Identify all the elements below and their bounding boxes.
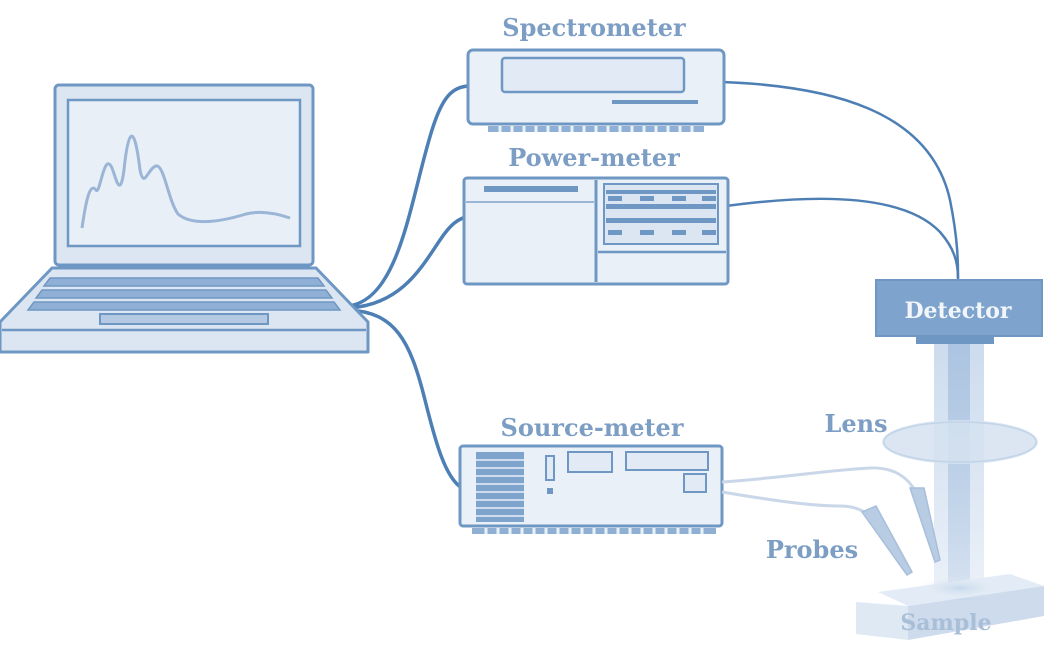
source-meter-port [683, 473, 707, 493]
source-meter-switch [545, 455, 555, 481]
probe-needle-2 [860, 505, 914, 576]
source-meter-vents [484, 528, 704, 534]
probes: Probes [766, 487, 941, 576]
laptop-screen [66, 98, 302, 248]
laptop-touchpad [99, 313, 269, 325]
power-meter-buttons [608, 196, 716, 235]
probe-needle-1 [908, 487, 941, 563]
source-meter-indicator [547, 488, 553, 494]
source-meter: Source-meter [458, 413, 724, 534]
detector-label: Detector [904, 298, 1011, 324]
sample-spot [916, 576, 1004, 600]
cable-spectrometer-detector [720, 80, 960, 280]
power-meter-left-strip [484, 186, 578, 192]
lens-shape [882, 420, 1038, 464]
power-meter-panel-bars [606, 190, 716, 223]
cables [346, 80, 960, 490]
spectrometer-label: Spectrometer [502, 13, 686, 42]
sample-front [856, 602, 908, 640]
detector-box [875, 279, 1043, 337]
detector: Detector [875, 279, 1043, 344]
spectrometer-vents [498, 126, 694, 132]
cable-power-meter-detector [724, 197, 960, 280]
screen-spectrum-trace [80, 134, 291, 229]
cable-laptop-power-meter [346, 214, 472, 310]
lens: Lens [824, 409, 1038, 464]
source-meter-label: Source-meter [501, 413, 684, 442]
power-meter: Power-meter [462, 143, 730, 286]
sample-label: Sample [900, 610, 991, 636]
probe-cables [721, 466, 918, 520]
spectrometer: Spectrometer [466, 13, 726, 132]
spectrometer-display [500, 56, 686, 94]
power-meter-label: Power-meter [508, 143, 680, 172]
sample-side [908, 586, 1044, 640]
source-meter-grille [476, 452, 524, 522]
laptop [0, 83, 370, 354]
lens-label: Lens [824, 409, 887, 438]
probes-label: Probes [766, 535, 858, 564]
detector-aperture [916, 336, 994, 344]
probe-cable-1 [721, 466, 918, 493]
source-meter-small-display [567, 451, 613, 473]
light-beam [934, 344, 984, 600]
spectrometer-slot [612, 100, 698, 104]
probe-cable-2 [721, 490, 874, 520]
cable-laptop-spectrometer [346, 84, 472, 308]
laptop-keyboard [26, 277, 342, 311]
sample: Sample [856, 574, 1044, 640]
cable-laptop-source-meter [346, 308, 464, 490]
source-meter-main-display [625, 451, 709, 471]
